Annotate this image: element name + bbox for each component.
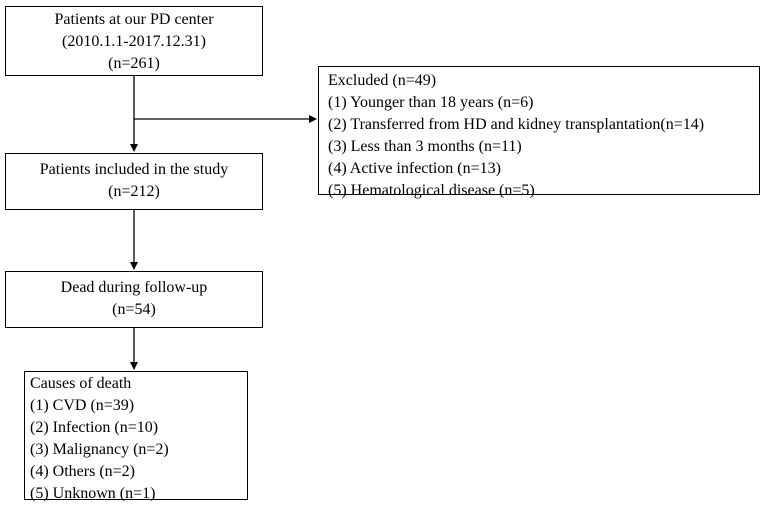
dead-line-2: (n=54) — [112, 301, 156, 318]
causes-item-3: (3) Malignancy (n=2) — [30, 441, 169, 458]
excluded-item-4: (4) Active infection (n=13) — [328, 160, 501, 177]
causes-box: Causes of death (1) CVD (n=39) (2) Infec… — [24, 371, 248, 502]
excluded-item-5: (5) Hematological disease (n=5) — [328, 182, 535, 199]
causes-item-1: (1) CVD (n=39) — [30, 397, 135, 414]
excluded-title: Excluded (n=49) — [328, 72, 437, 89]
patients-center-line-1: Patients at our PD center — [54, 11, 214, 28]
patients-center-line-3: (n=261) — [108, 55, 160, 72]
included-box: Patients included in the study (n=212) — [5, 153, 263, 210]
excluded-item-3: (3) Less than 3 months (n=11) — [328, 138, 522, 155]
excluded-box: Excluded (n=49) (1) Younger than 18 year… — [318, 66, 760, 199]
patients-center-box: Patients at our PD center (2010.1.1-2017… — [5, 6, 263, 76]
excluded-item-2: (2) Transferred from HD and kidney trans… — [328, 116, 705, 133]
dead-line-1: Dead during follow-up — [60, 279, 208, 296]
included-line-2: (n=212) — [108, 183, 160, 200]
causes-item-4: (4) Others (n=2) — [30, 463, 135, 480]
causes-title: Causes of death — [30, 375, 132, 392]
excluded-item-1: (1) Younger than 18 years (n=6) — [328, 94, 534, 111]
dead-box: Dead during follow-up (n=54) — [5, 271, 263, 328]
patients-center-line-2: (2010.1.1-2017.12.31) — [62, 33, 206, 50]
causes-item-5: (5) Unknown (n=1) — [30, 485, 156, 502]
causes-item-2: (2) Infection (n=10) — [30, 419, 159, 436]
included-line-1: Patients included in the study — [39, 161, 229, 178]
